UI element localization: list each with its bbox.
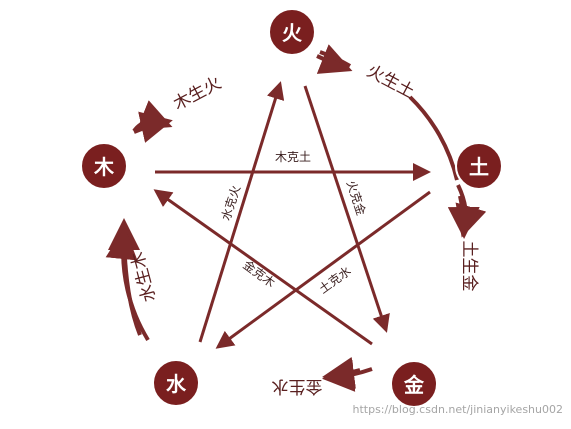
arc-top-right xyxy=(319,50,352,68)
label-wood-earth: 木克土 xyxy=(275,150,311,164)
node-wood: 木 xyxy=(80,142,128,190)
label-wood-fire: 木生火 xyxy=(170,73,224,115)
node-wood-label: 木 xyxy=(93,155,115,179)
arc-right-lower xyxy=(447,195,480,239)
node-metal: 金 xyxy=(390,360,438,408)
star-fire-metal xyxy=(303,85,390,333)
label-earth-metal: 土生金 xyxy=(459,241,479,292)
star-metal-wood xyxy=(153,189,373,346)
star-water-fire xyxy=(198,81,285,343)
node-fire-label: 火 xyxy=(282,21,303,45)
label-fire-earth: 火生土 xyxy=(363,61,417,103)
node-water-label: 水 xyxy=(166,372,187,396)
label-earth-water: 土克水 xyxy=(316,264,353,296)
arc-left-upper xyxy=(133,111,173,143)
arrow-fire-to-earth xyxy=(316,44,353,74)
arc-right-upper xyxy=(408,95,459,181)
node-earth: 土 xyxy=(455,142,503,190)
label-water-wood: 水生木 xyxy=(128,250,161,304)
label-metal-water: 金生水 xyxy=(272,376,323,396)
node-water: 水 xyxy=(152,359,200,407)
node-fire: 火 xyxy=(268,8,316,56)
arc-bottom xyxy=(322,359,373,392)
node-earth-label: 土 xyxy=(469,155,489,179)
node-metal-label: 金 xyxy=(403,373,425,397)
arc-left-lower xyxy=(105,227,150,342)
star-earth-water xyxy=(215,190,431,349)
watermark-text: https://blog.csdn.net/jinianyikeshu002 xyxy=(353,403,564,416)
